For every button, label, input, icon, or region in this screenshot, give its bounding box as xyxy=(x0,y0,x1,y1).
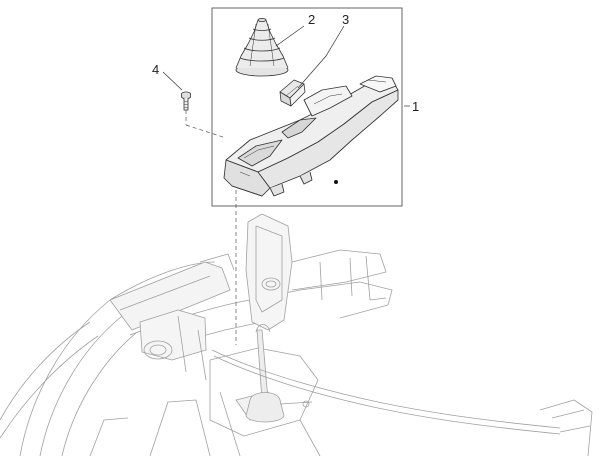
part-1-reference-dot xyxy=(334,180,338,184)
centre-console-cover xyxy=(223,75,399,197)
scooter-frame-chassis xyxy=(0,213,593,456)
part-1-assembly-box xyxy=(211,7,403,207)
gear-shift-boot xyxy=(235,17,289,77)
callout-number-3: 3 xyxy=(342,12,349,27)
callout-number-4: 4 xyxy=(152,62,159,77)
callout-number-2: 2 xyxy=(308,12,315,27)
leader-lines xyxy=(162,25,410,107)
assembly-dashed-lines xyxy=(185,110,237,345)
callout-number-1: 1 xyxy=(412,99,419,114)
console-insert xyxy=(279,79,306,107)
screw xyxy=(181,91,191,111)
